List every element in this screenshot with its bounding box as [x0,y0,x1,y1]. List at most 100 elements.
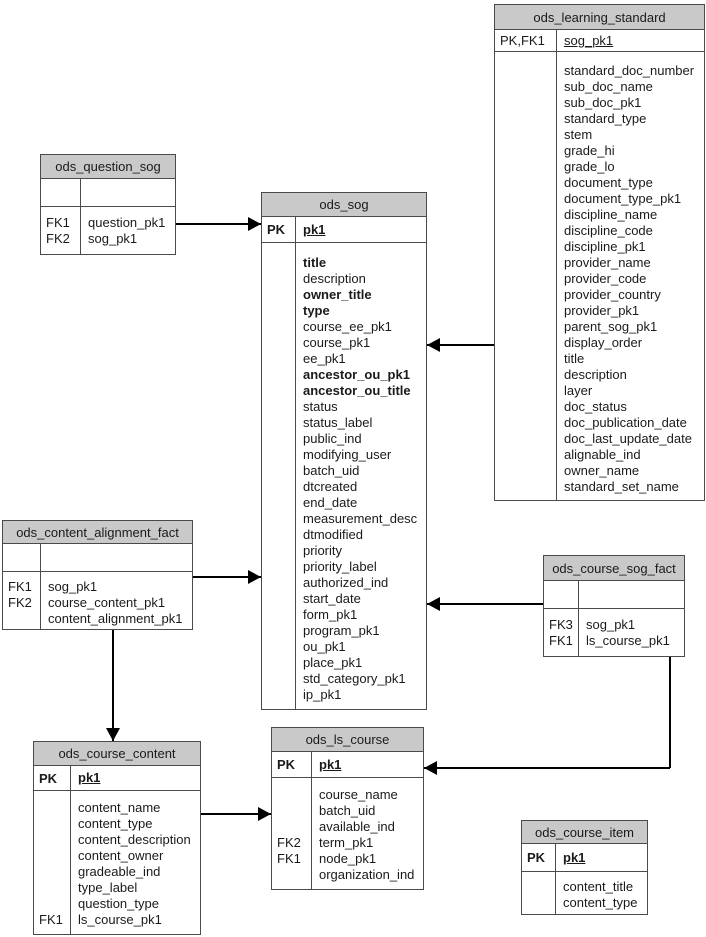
field-name: display_order [564,335,643,350]
primary-key-cell: pk1 [71,766,200,790]
fk-designator [500,159,556,175]
field-name: grade_lo [564,159,615,174]
field-name: ls_course_pk1 [78,912,162,927]
field-name: status [303,399,338,414]
field-name: sog_pk1 [88,231,138,246]
fk-designator [267,527,295,543]
field-name: available_ind [319,819,395,834]
fk-designator [500,271,556,287]
field-name: ip_pk1 [303,687,342,702]
field-name: doc_status [564,399,627,414]
fk-designator: FK2 [8,595,32,610]
table-title: ods_question_sog [41,155,175,179]
key-designator [3,544,41,571]
fk-designator [267,399,295,415]
field-name: content_title [563,879,634,894]
pk-field: pk1 [303,221,326,237]
fk-designator: FK3 [549,617,573,632]
fk-designator: FK1 [46,215,70,230]
key-designator [41,179,81,206]
fk-designator [267,335,295,351]
field-name: node_pk1 [319,851,377,866]
fk-designator [267,351,295,367]
fk-designator [267,383,295,399]
primary-key-cell [579,581,684,608]
fk-designator [39,800,70,816]
fk-designator [39,880,70,896]
field-name: provider_name [564,255,651,270]
field-name: grade_hi [564,143,615,158]
key-designator: PK [262,217,296,242]
field-name: sub_doc_name [564,79,653,94]
fk-designator [500,447,556,463]
field-name: priority [303,543,343,558]
field-name: authorized_ind [303,575,389,590]
relationship-line-content_alignment_fact-to-course_content [112,630,114,741]
fk-designator [500,223,556,239]
fk-designator [500,287,556,303]
field-name: owner_title [303,287,372,302]
table-title: ods_course_content [34,742,200,766]
fk-designator: FK1 [549,633,573,648]
arrowhead-icon [248,217,261,231]
fk-designator-column [262,243,296,709]
field-name: provider_pk1 [564,303,640,318]
fk-designator: FK2 [46,231,70,246]
field-name: organization_ind [319,867,415,882]
field-name: sub_doc_pk1 [564,95,642,110]
fk-designator [267,271,295,287]
field-name: question_pk1 [88,215,166,230]
field-name: ee_pk1 [303,351,346,366]
field-name: doc_last_update_date [564,431,692,446]
fk-designator [267,255,295,271]
field-name: standard_set_name [564,479,679,494]
primary-key-cell [41,544,192,571]
fk-designator [277,803,311,819]
field-name: alignable_ind [564,447,641,462]
field-name: course_pk1 [303,335,371,350]
field-name: discipline_code [564,223,653,238]
fk-designator [277,787,311,803]
field-name: form_pk1 [303,607,358,622]
field-name: end_date [303,495,358,510]
pk-field: pk1 [78,770,101,785]
fk-designator [8,611,40,627]
arrowhead-icon [424,761,437,775]
fk-designator [500,367,556,383]
relationship-line-course_sog_fact-to-ls_course [424,767,670,769]
fk-designator [500,319,556,335]
fk-designator [267,607,295,623]
key-designator: PK [272,752,312,777]
field-name: sog_pk1 [586,617,636,632]
field-name: ancestor_ou_title [303,383,411,398]
fk-designator [267,623,295,639]
fk-designator [267,303,295,319]
fk-designator [500,463,556,479]
fk-designator: FK2 [277,835,301,850]
fk-designator [39,816,70,832]
primary-key-row [544,581,684,609]
field-name: doc_publication_date [564,415,687,430]
field-name: title [564,351,585,366]
primary-key-row [41,179,175,207]
fk-designator [267,415,295,431]
table-title: ods_sog [262,193,426,217]
field-name: description [564,367,627,382]
key-designator [544,581,579,608]
primary-key-cell: sog_pk1 [557,30,704,51]
